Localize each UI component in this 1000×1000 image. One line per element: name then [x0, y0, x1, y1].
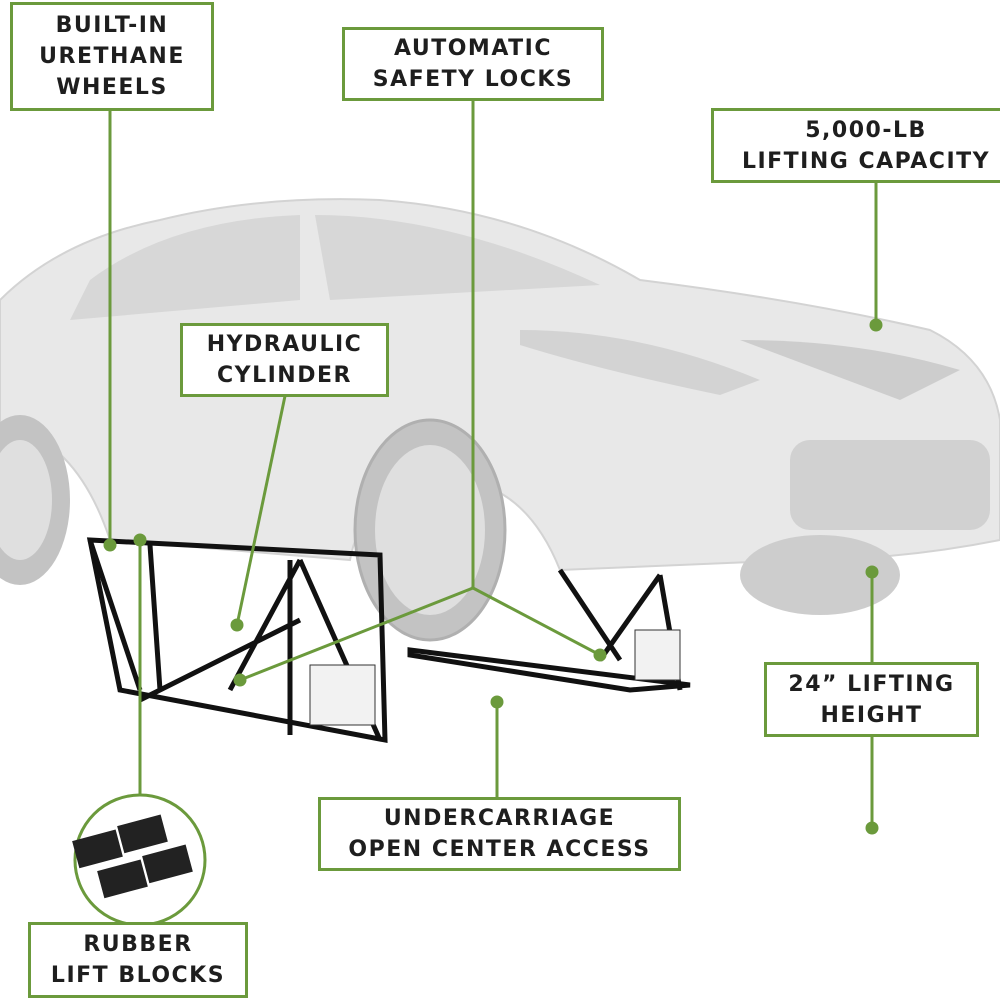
callout-text: HEIGHT [820, 702, 923, 728]
callout-lifting-capacity: 5,000-LB LIFTING CAPACITY [711, 108, 1000, 183]
rubber-blocks-inset [72, 793, 207, 927]
callout-text: LIFT BLOCKS [50, 963, 226, 988]
callout-urethane-wheels: BUILT-IN URETHANE WHEELS [10, 2, 214, 111]
callout-undercarriage-access: UNDERCARRIAGE OPEN CENTER ACCESS [318, 797, 681, 871]
callout-hydraulic-cylinder: HYDRAULIC CYLINDER [180, 323, 389, 397]
car-illustration [0, 198, 1000, 642]
callout-text: 5,000-LB [805, 117, 927, 143]
callout-text: SAFETY LOCKS [372, 67, 574, 92]
callout-rubber-blocks: RUBBER LIFT BLOCKS [28, 922, 248, 998]
callout-text: URETHANE [39, 44, 185, 69]
callout-text: UNDERCARRIAGE [383, 806, 616, 831]
callout-text: HYDRAULIC [206, 332, 363, 357]
callout-text: 24” LIFTING [788, 671, 955, 697]
lift-decal [634, 629, 681, 681]
callout-safety-locks: AUTOMATIC SAFETY LOCKS [342, 27, 604, 101]
callout-text: LIFTING CAPACITY [741, 148, 991, 174]
callout-text: CYLINDER [217, 363, 352, 388]
lift-decal [309, 664, 376, 726]
callout-lines [103, 100, 883, 925]
callout-text: RUBBER [83, 932, 193, 957]
callout-text: WHEELS [56, 75, 168, 100]
lift-frames [86, 537, 691, 744]
callout-text: AUTOMATIC [394, 36, 552, 61]
callout-text: OPEN CENTER ACCESS [348, 837, 651, 862]
callout-lifting-height: 24” LIFTING HEIGHT [764, 662, 979, 737]
callout-text: BUILT-IN [55, 13, 169, 38]
